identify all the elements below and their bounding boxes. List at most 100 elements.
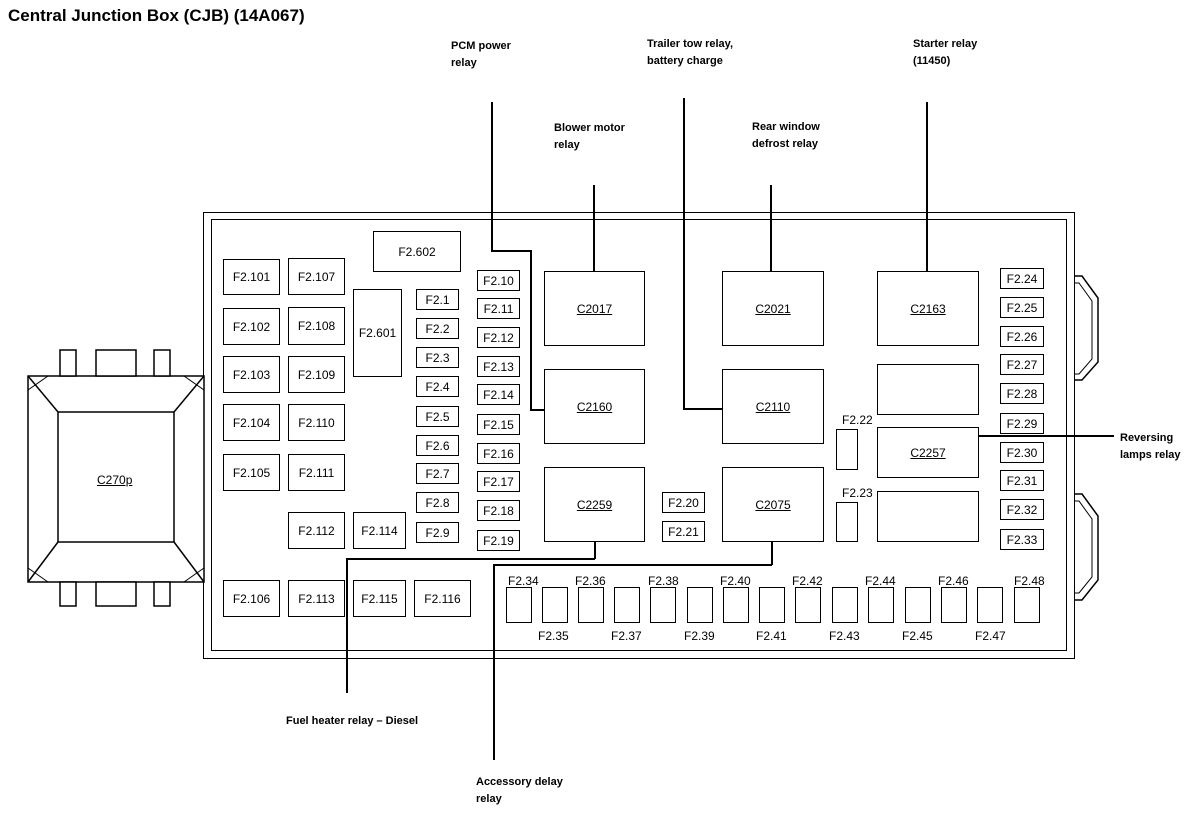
- leader-line-starter: [926, 102, 928, 271]
- callout-line: Reversing: [1120, 432, 1174, 444]
- fuse-f2-24: F2.24: [1000, 268, 1044, 289]
- fuse-f2-43-label: F2.43: [829, 629, 860, 643]
- callout-line: battery charge: [647, 55, 723, 67]
- fuse-f2-48-label: F2.48: [1014, 574, 1045, 588]
- fuse-f2-25: F2.25: [1000, 297, 1044, 318]
- relay-c2257: C2257: [877, 427, 979, 478]
- fuse-f2-36-label: F2.36: [575, 574, 606, 588]
- fuse-f2-35: [542, 587, 568, 623]
- fuse-f2-42-label: F2.42: [792, 574, 823, 588]
- fuse-f2-13: F2.13: [477, 356, 520, 377]
- fuse-f2-102: F2.102: [223, 308, 280, 345]
- callout-reversing-lamps-relay: Reversing lamps relay: [1120, 430, 1181, 464]
- fuse-f2-3: F2.3: [416, 347, 459, 368]
- fuse-f2-113: F2.113: [288, 580, 345, 617]
- fuse-f2-15: F2.15: [477, 414, 520, 435]
- callout-line: Fuel heater relay – Diesel: [286, 715, 419, 727]
- fuse-f2-41-label: F2.41: [756, 629, 787, 643]
- leader-line-accessory-horizontal: [493, 564, 772, 566]
- fuse-f2-46: [941, 587, 967, 623]
- fuse-f2-41: [759, 587, 785, 623]
- fuse-f2-36: [578, 587, 604, 623]
- fuse-f2-44: [868, 587, 894, 623]
- leader-line-pcm-vertical: [491, 102, 493, 250]
- leader-line-accessory-up: [771, 541, 773, 565]
- fuse-f2-11: F2.11: [477, 298, 520, 319]
- leader-line-trailer-horizontal: [683, 408, 723, 410]
- fuse-f2-46-label: F2.46: [938, 574, 969, 588]
- fuse-f2-109: F2.109: [288, 356, 345, 393]
- leader-line-pcm-vertical-2: [530, 250, 532, 410]
- leader-line-pcm-horizontal: [491, 250, 531, 252]
- relay-c2017: C2017: [544, 271, 645, 346]
- fuse-f2-108: F2.108: [288, 307, 345, 345]
- leader-line-fuel-heater-down: [346, 558, 348, 693]
- fuse-f2-48: [1014, 587, 1040, 623]
- fuse-f2-40: [723, 587, 749, 623]
- callout-rear-window-defrost-relay: Rear window defrost relay: [752, 119, 820, 153]
- leader-line-accessory-down: [493, 564, 495, 760]
- leader-line-pcm-to-c2160: [530, 409, 544, 411]
- fuse-f2-44-label: F2.44: [865, 574, 896, 588]
- fuse-f2-602: F2.602: [373, 231, 461, 272]
- fuse-f2-47-label: F2.47: [975, 629, 1006, 643]
- leader-line-reversing: [978, 435, 1114, 437]
- fuse-f2-21: F2.21: [662, 521, 705, 542]
- fuse-f2-601: F2.601: [353, 289, 402, 377]
- fuse-f2-4: F2.4: [416, 376, 459, 397]
- connector-c270p-label: C270p: [97, 473, 133, 487]
- fuse-f2-38-label: F2.38: [648, 574, 679, 588]
- fuse-f2-29: F2.29: [1000, 413, 1044, 434]
- fuse-f2-28: F2.28: [1000, 383, 1044, 404]
- fuse-f2-6: F2.6: [416, 435, 459, 456]
- fuse-f2-12: F2.12: [477, 327, 520, 348]
- fuse-f2-106: F2.106: [223, 580, 280, 617]
- fuse-f2-37: [614, 587, 640, 623]
- leader-line-fuel-heater-horizontal: [346, 558, 595, 560]
- relay-c2021: C2021: [722, 271, 824, 346]
- fuse-f2-1: F2.1: [416, 289, 459, 310]
- fuse-f2-32: F2.32: [1000, 499, 1044, 520]
- relay-empty-1: [877, 364, 979, 415]
- fuse-f2-103: F2.103: [223, 356, 280, 393]
- fuse-f2-27: F2.27: [1000, 354, 1044, 375]
- fuse-f2-115: F2.115: [353, 580, 406, 617]
- callout-line: Rear window: [752, 121, 820, 133]
- fuse-f2-35-label: F2.35: [538, 629, 569, 643]
- fuse-f2-8: F2.8: [416, 492, 459, 513]
- relay-c2163: C2163: [877, 271, 979, 346]
- callout-trailer-tow-relay: Trailer tow relay, battery charge: [647, 36, 733, 70]
- callout-starter-relay: Starter relay (11450): [913, 36, 977, 70]
- relay-empty-2: [877, 491, 979, 542]
- fuse-f2-18: F2.18: [477, 500, 520, 521]
- leader-line-fuel-heater-up: [594, 542, 596, 559]
- fuse-f2-23-label: F2.23: [842, 486, 873, 500]
- relay-c2110: C2110: [722, 369, 824, 444]
- callout-pcm-power-relay: PCM power relay: [451, 38, 511, 72]
- fuse-f2-45: [905, 587, 931, 623]
- callout-fuel-heater-relay: Fuel heater relay – Diesel: [286, 713, 418, 730]
- fuse-f2-37-label: F2.37: [611, 629, 642, 643]
- callout-line: relay: [554, 139, 580, 151]
- fuse-f2-14: F2.14: [477, 384, 520, 405]
- callout-line: lamps relay: [1120, 449, 1181, 461]
- fuse-f2-2: F2.2: [416, 318, 459, 339]
- fuse-f2-40-label: F2.40: [720, 574, 751, 588]
- callout-line: Blower motor: [554, 122, 625, 134]
- fuse-f2-38: [650, 587, 676, 623]
- fuse-f2-19: F2.19: [477, 530, 520, 551]
- callout-accessory-delay-relay: Accessory delay relay: [476, 774, 563, 808]
- callout-line: Accessory delay: [476, 776, 563, 788]
- fuse-f2-22: [836, 429, 858, 470]
- leader-line-rear-window: [770, 185, 772, 271]
- fuse-f2-34-label: F2.34: [508, 574, 539, 588]
- fuse-f2-114: F2.114: [353, 512, 406, 549]
- leader-line-trailer-vertical: [683, 98, 685, 408]
- callout-line: Starter relay: [913, 38, 978, 50]
- fuse-f2-111: F2.111: [288, 454, 345, 491]
- fuse-f2-20: F2.20: [662, 492, 705, 513]
- callout-line: defrost relay: [752, 138, 819, 150]
- fuse-f2-17: F2.17: [477, 471, 520, 492]
- callout-blower-motor-relay: Blower motor relay: [554, 120, 625, 154]
- fuse-f2-39-label: F2.39: [684, 629, 715, 643]
